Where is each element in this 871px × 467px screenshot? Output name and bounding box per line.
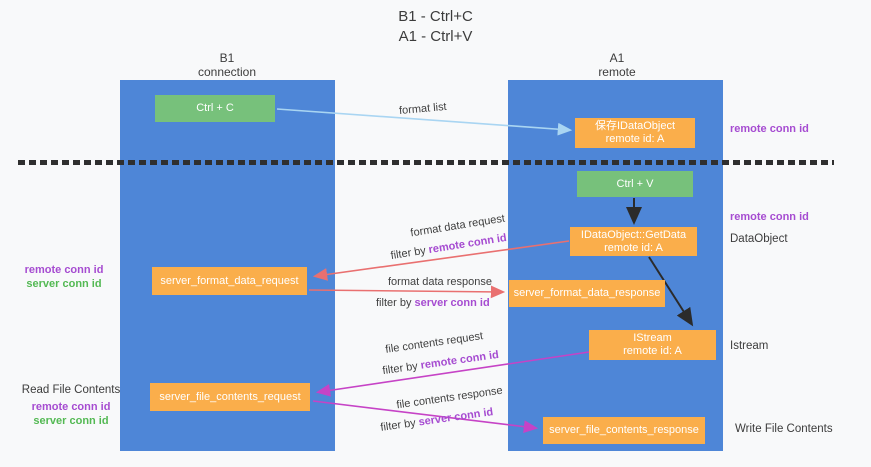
- server-format-data-request-label: server_format_data_request: [160, 274, 299, 287]
- left-remote-conn-id-format: remote conn id: [24, 264, 104, 276]
- session-divider-dashed-line: [18, 160, 834, 165]
- read-file-contents-label: Read File Contents: [21, 384, 121, 396]
- filter-by-text: filter by: [381, 360, 419, 378]
- lane-a1-name: A1: [609, 51, 625, 65]
- left-server-conn-id-file: server conn id: [33, 415, 109, 427]
- ctrl-v-box: Ctrl + V: [577, 171, 693, 197]
- left-conn-id-group-format: remote conn id server conn id: [16, 263, 112, 291]
- title-line-1: B1 - Ctrl+C: [398, 8, 473, 25]
- server-conn-id-text: server conn id: [414, 297, 490, 309]
- server-format-data-request-box: server_format_data_request: [152, 267, 307, 295]
- server-conn-id-text: server conn id: [417, 406, 494, 429]
- remote-conn-id-text: remote conn id: [427, 231, 508, 257]
- lane-header-b1: B1 connection: [167, 51, 287, 79]
- server-format-data-response-box: server_format_data_response: [509, 280, 665, 307]
- idataobject-getdata-remote-id: remote id: A: [604, 241, 663, 254]
- server-file-contents-request-label: server_file_contents_request: [159, 390, 301, 403]
- idataobject-getdata-label: IDataObject::GetData: [580, 228, 687, 241]
- ctrl-v-label: Ctrl + V: [616, 177, 654, 190]
- left-remote-conn-id-file: remote conn id: [31, 401, 111, 413]
- left-conn-id-group-file: Read File Contents remote conn id server…: [16, 383, 126, 428]
- format-list-label: format list: [398, 100, 448, 118]
- diagram-title: B1 - Ctrl+C A1 - Ctrl+V: [0, 7, 871, 47]
- idataobject-getdata-box: IDataObject::GetData remote id: A: [570, 227, 697, 256]
- right-remote-conn-id-mid: remote conn id: [730, 211, 809, 223]
- left-server-conn-id-format: server conn id: [26, 278, 102, 290]
- ctrl-c-label: Ctrl + C: [196, 102, 234, 114]
- server-file-contents-response-box: server_file_contents_response: [543, 417, 705, 444]
- format-data-response-label: format data response: [388, 276, 492, 288]
- remote-conn-id-text: remote conn id: [419, 348, 500, 372]
- right-remote-conn-id-top: remote conn id: [730, 123, 809, 135]
- istream-box: IStream remote id: A: [589, 330, 716, 360]
- lane-header-a1: A1 remote: [557, 51, 677, 79]
- lane-b1-role: connection: [197, 65, 257, 79]
- filter-by-text: filter by: [376, 297, 412, 309]
- write-file-contents-label: Write File Contents: [735, 423, 833, 435]
- lane-a1-role: remote: [598, 65, 636, 79]
- ctrl-c-box: Ctrl + C: [155, 95, 275, 122]
- save-idataobject-remote-id: remote id: A: [605, 133, 665, 145]
- istream-side-label: Istream: [730, 340, 769, 352]
- dataobject-label: DataObject: [730, 233, 788, 245]
- istream-label: IStream: [633, 332, 672, 344]
- save-idataobject-label: 保存IDataObject: [594, 120, 676, 132]
- title-line-2: A1 - Ctrl+V: [398, 28, 473, 45]
- filter-by-remote-conn-id-format: filter byremote conn id: [390, 232, 508, 262]
- istream-remote-id: remote id: A: [623, 345, 682, 357]
- lane-b1-name: B1: [219, 51, 235, 65]
- filter-by-text: filter by: [389, 244, 427, 263]
- filter-by-text: filter by: [379, 417, 417, 434]
- server-file-contents-response-label: server_file_contents_response: [549, 424, 699, 436]
- server-file-contents-request-box: server_file_contents_request: [150, 383, 310, 411]
- server-format-data-response-label: server_format_data_response: [513, 287, 661, 299]
- save-idataobject-box: 保存IDataObject remote id: A: [575, 118, 695, 148]
- arrow-format-data-response: [308, 285, 506, 299]
